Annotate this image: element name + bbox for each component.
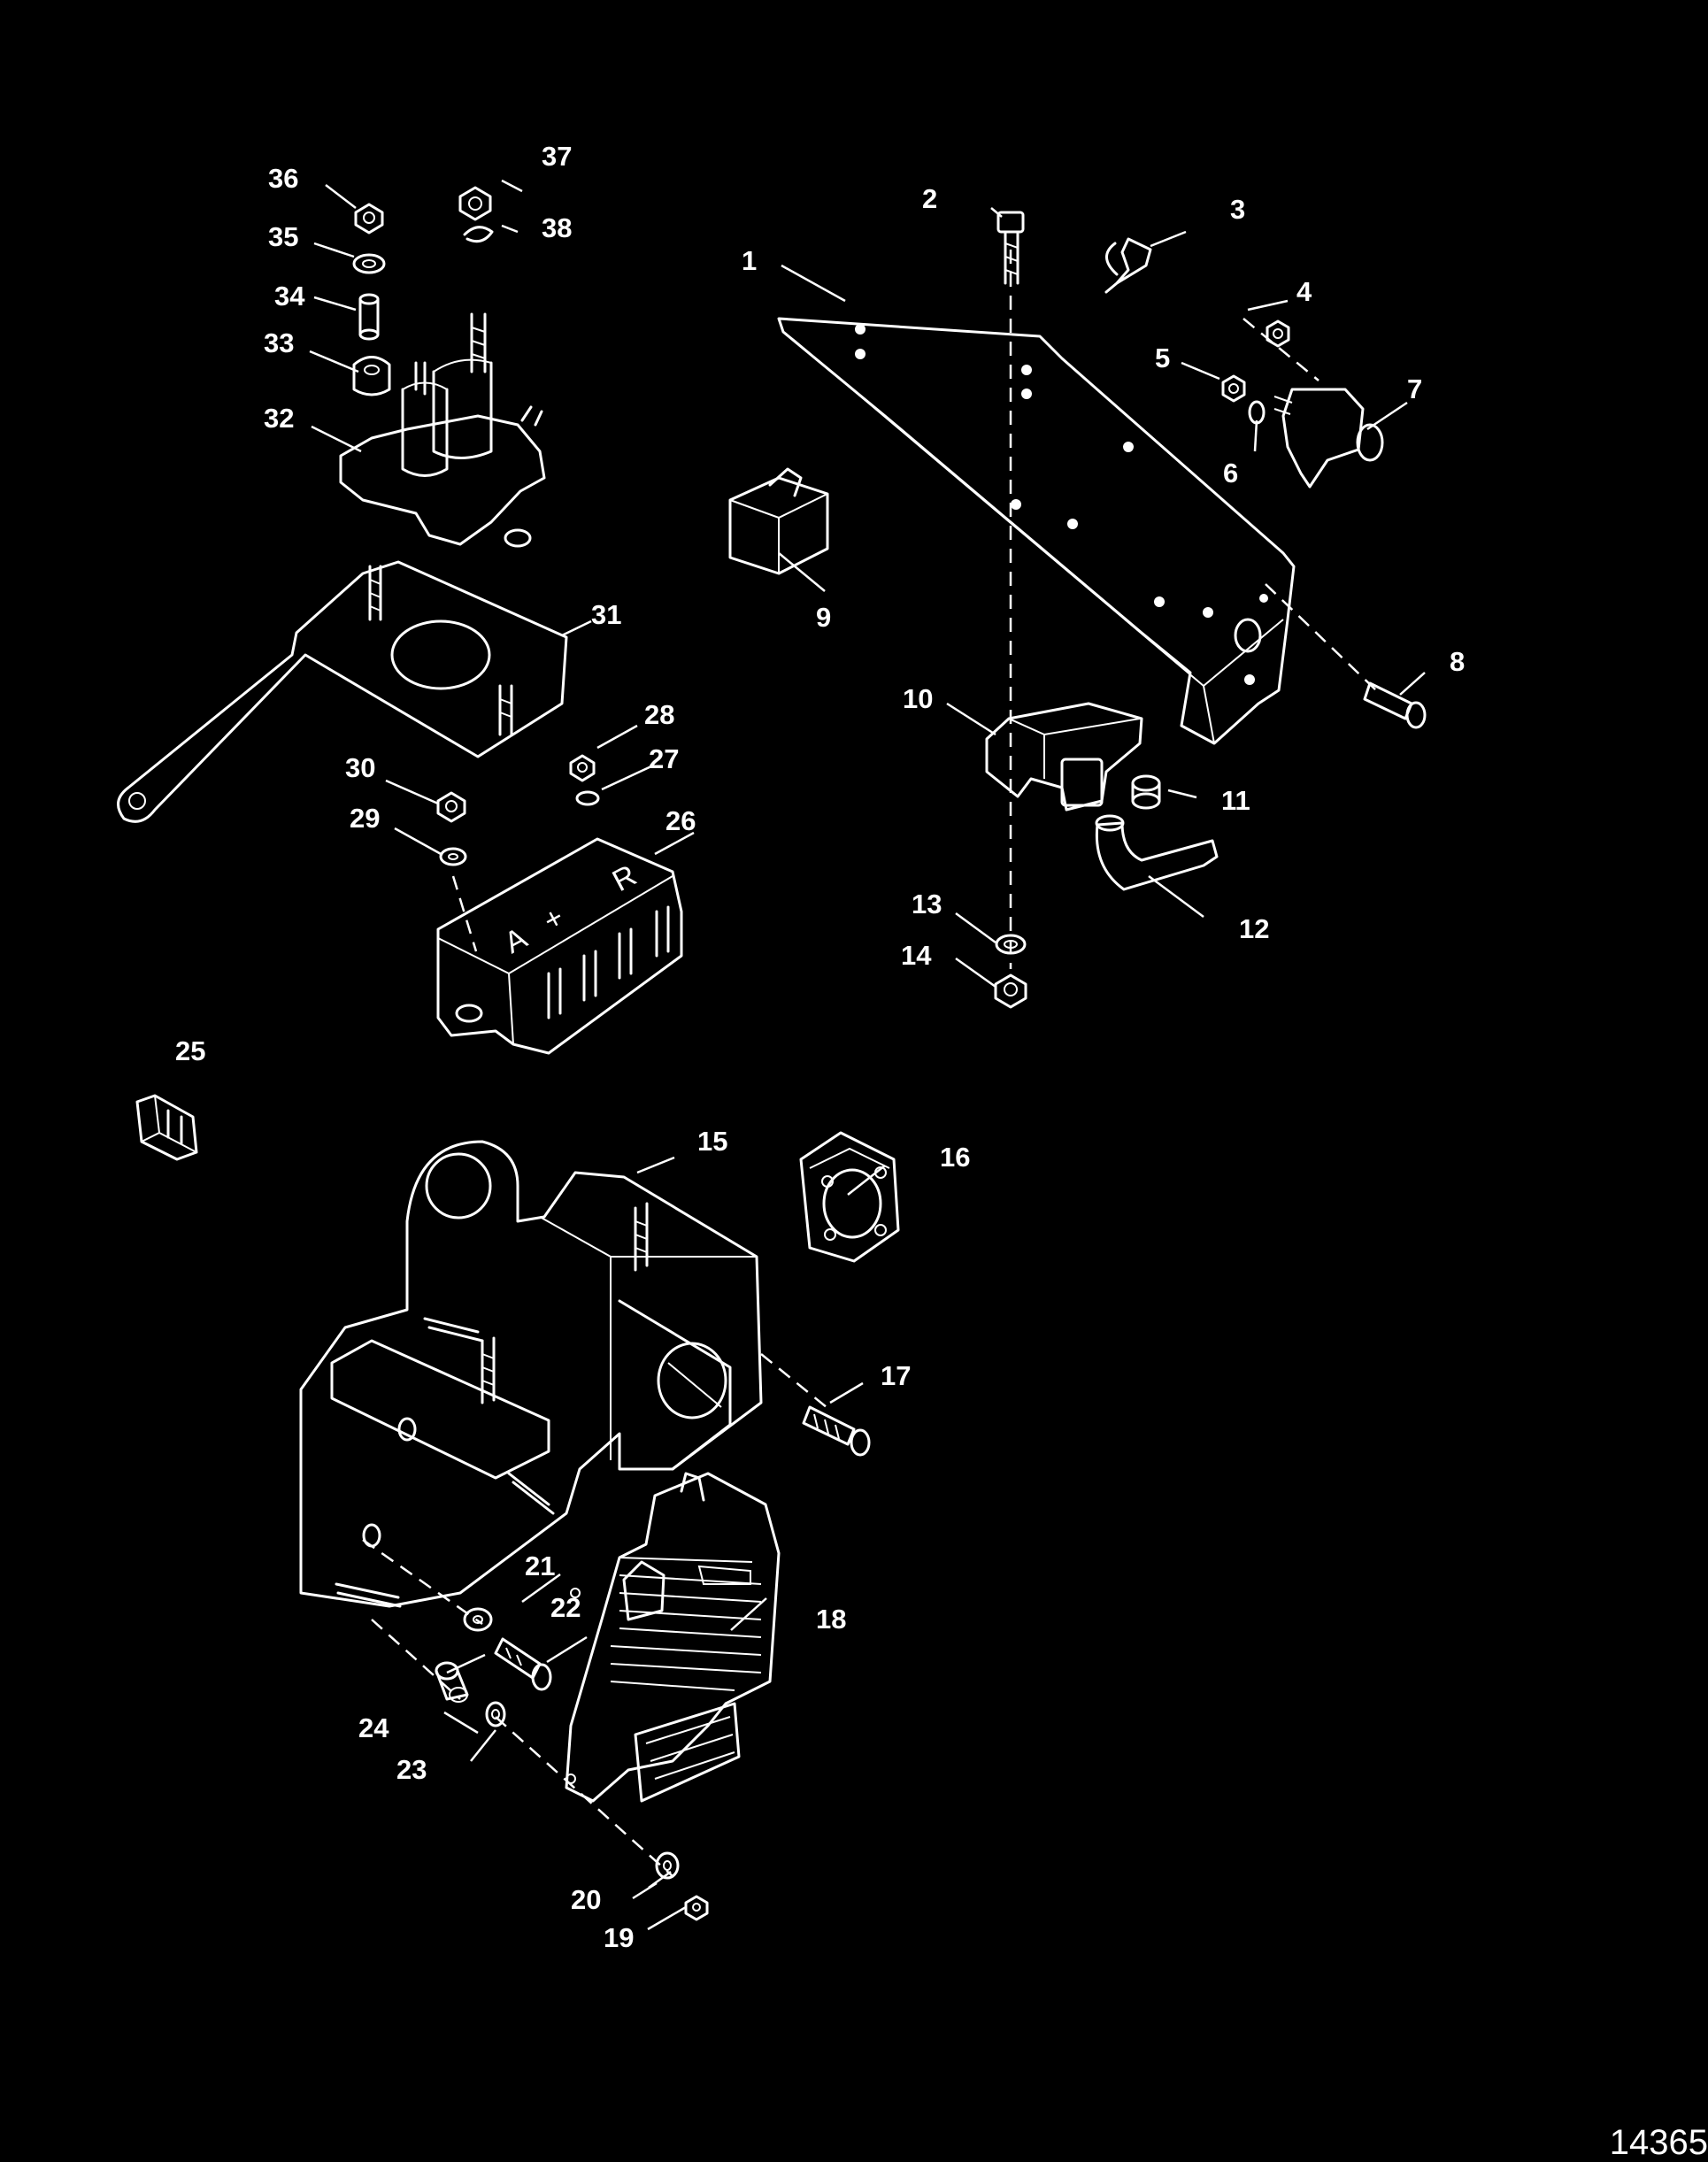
callout-2: 2 — [922, 183, 937, 214]
callout-29: 29 — [350, 803, 380, 834]
part-1-mounting-bracket — [777, 317, 1296, 745]
part-3-cable-clamp — [1104, 237, 1152, 294]
part-22-screw — [494, 1637, 552, 1691]
part-20-washer — [655, 1851, 680, 1880]
callout-9: 9 — [816, 602, 831, 633]
part-6-washer — [1248, 400, 1266, 425]
callout-numbers: 1 2 3 4 5 6 7 8 9 10 11 12 13 14 15 16 1… — [175, 141, 1465, 1953]
part-5-nut — [1221, 374, 1246, 403]
callout-12: 12 — [1239, 913, 1269, 944]
part-38-lock-washer — [463, 226, 494, 243]
callout-37: 37 — [542, 141, 572, 172]
terminal-mark-plus: + — [538, 900, 569, 938]
part-30-nut — [436, 791, 466, 823]
part-15-ecm-bracket — [299, 1140, 763, 1608]
callout-34: 34 — [274, 281, 305, 312]
part-4-nut — [1266, 319, 1290, 348]
part-2-bolt — [996, 211, 1025, 285]
part-21-washer — [463, 1607, 493, 1632]
callout-20: 20 — [571, 1884, 601, 1915]
part-16-adapter — [799, 1131, 900, 1263]
part-13-washer — [995, 934, 1027, 955]
callout-17: 17 — [881, 1360, 911, 1391]
callout-5: 5 — [1155, 342, 1170, 373]
part-24-grommet — [435, 1661, 469, 1703]
part-9-relay — [728, 467, 829, 575]
callout-16: 16 — [940, 1142, 970, 1173]
part-36-nut — [354, 203, 384, 235]
part-33-insulator — [352, 356, 391, 396]
callout-18: 18 — [816, 1604, 846, 1635]
part-32-starter-solenoid — [339, 312, 546, 548]
figure-id: 14365 — [1609, 2123, 1708, 2162]
callout-30: 30 — [345, 752, 375, 783]
callout-32: 32 — [264, 403, 294, 434]
part-23-washer — [485, 1701, 506, 1727]
callout-4: 4 — [1296, 276, 1312, 307]
callout-7: 7 — [1407, 373, 1422, 404]
part-12-hose — [1095, 814, 1219, 891]
part-34-spacer — [358, 293, 380, 341]
terminal-mark-a: A — [499, 921, 533, 960]
callout-38: 38 — [542, 212, 572, 243]
callout-14: 14 — [901, 940, 932, 971]
callout-27: 27 — [649, 743, 679, 774]
callout-15: 15 — [697, 1126, 727, 1157]
part-11-grommet — [1131, 774, 1161, 810]
part-27-washer — [575, 790, 600, 806]
callout-13: 13 — [912, 889, 942, 919]
part-35-washer — [352, 253, 386, 274]
callout-36: 36 — [268, 163, 298, 194]
callout-28: 28 — [644, 699, 674, 730]
callout-11: 11 — [1221, 785, 1250, 816]
part-8-screw — [1363, 681, 1427, 729]
part-10-ignition-module — [985, 702, 1143, 812]
callout-24: 24 — [358, 1712, 389, 1743]
callout-6: 6 — [1223, 458, 1238, 489]
callout-33: 33 — [264, 327, 294, 358]
part-31-mounting-plate — [117, 560, 568, 823]
part-7-circuit-breaker — [1273, 388, 1384, 489]
callout-1: 1 — [742, 245, 757, 276]
part-14-nut — [994, 973, 1027, 1009]
callout-35: 35 — [268, 221, 298, 252]
callout-19: 19 — [604, 1922, 634, 1953]
callout-23: 23 — [396, 1754, 427, 1785]
callout-22: 22 — [550, 1592, 581, 1623]
callout-21: 21 — [525, 1550, 555, 1581]
callout-25: 25 — [175, 1035, 205, 1066]
terminal-mark-r: R — [607, 858, 642, 898]
part-29-washer — [439, 847, 467, 866]
part-17-screw — [802, 1405, 871, 1457]
part-25-fuse — [135, 1094, 198, 1161]
callout-8: 8 — [1450, 646, 1465, 677]
callout-26: 26 — [666, 805, 696, 836]
part-37-nut — [458, 186, 492, 221]
leader-lines — [309, 179, 1426, 1931]
callout-31: 31 — [591, 599, 621, 630]
callout-10: 10 — [903, 683, 933, 714]
part-19-nut — [684, 1895, 709, 1921]
part-28-nut — [569, 754, 596, 782]
part-18-ecm — [565, 1472, 781, 1803]
callout-3: 3 — [1230, 194, 1245, 225]
